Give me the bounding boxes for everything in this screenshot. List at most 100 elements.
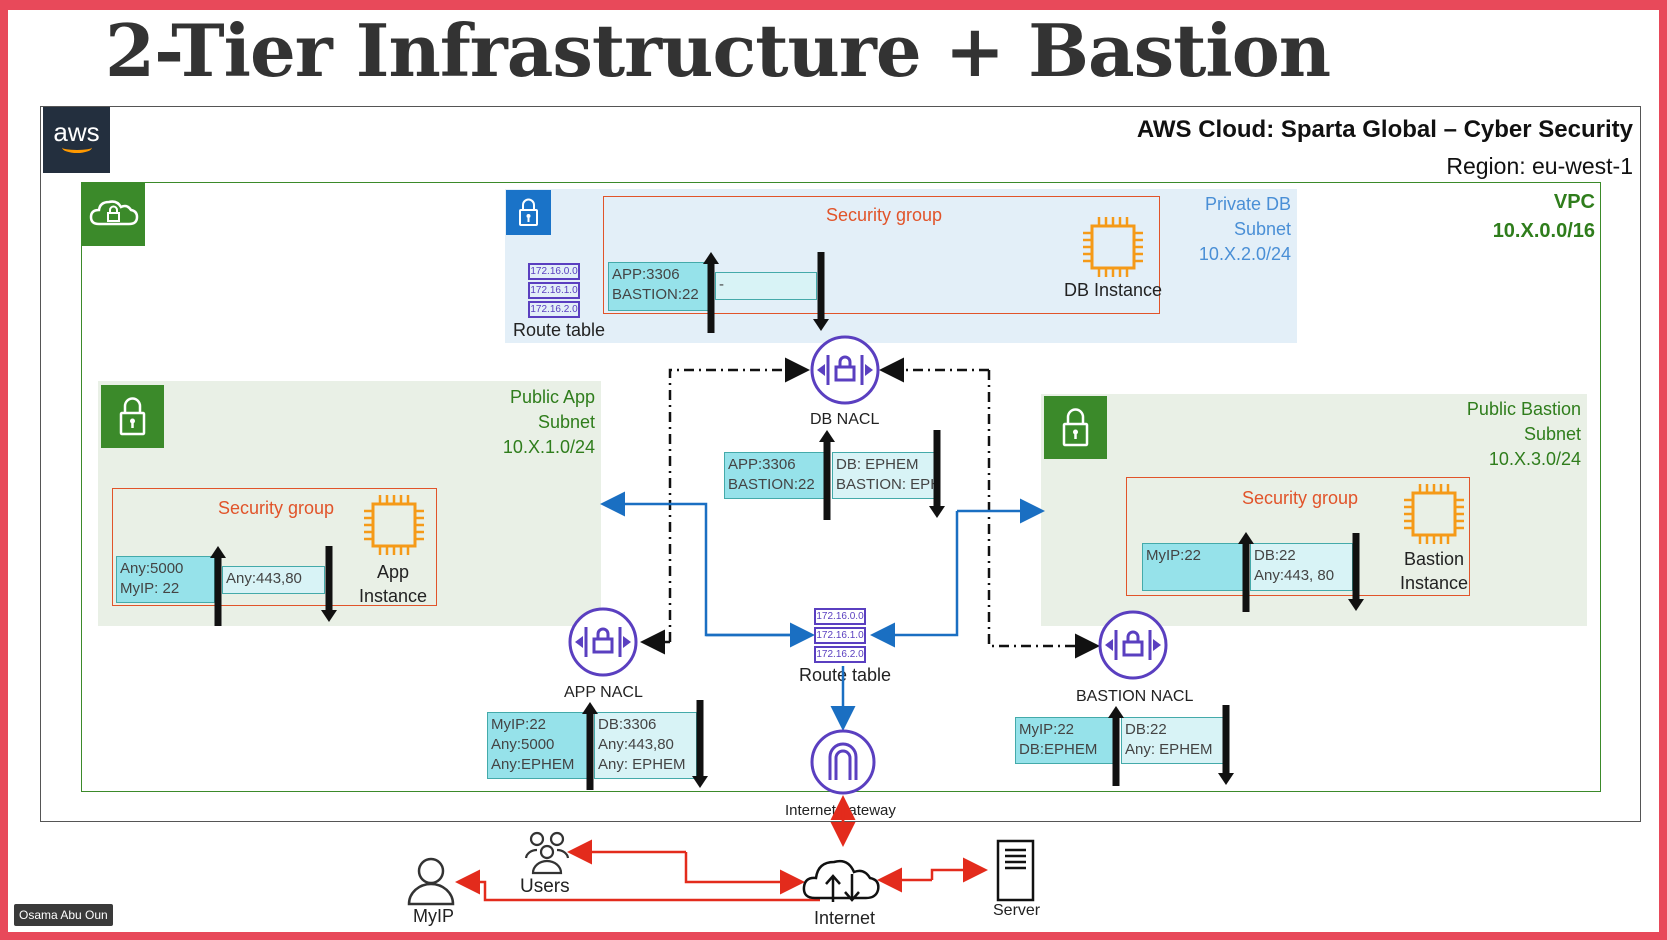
private-subnet-lock-icon (506, 190, 551, 235)
bastion-security-group-label: Security group (1242, 488, 1359, 508)
vpc-cidr: 10.X.0.0/16 (1492, 220, 1595, 242)
server-label: Server (993, 902, 1041, 919)
bastion-instance-line1: Bastion (1403, 549, 1465, 569)
private-db-line1: Private DB (1204, 194, 1291, 214)
myip-label: MyIP (413, 906, 455, 926)
internet-label: Internet (814, 908, 876, 928)
rule-line: Any:5000 (491, 736, 555, 753)
bastion-instance-chip-icon (1404, 484, 1464, 544)
bastion-subnet-lock-icon (1044, 396, 1107, 459)
rule-line: DB:EPHEM (1019, 741, 1098, 758)
traffic-direction-arrows (210, 252, 1364, 790)
db-instance-chip-icon (1083, 217, 1143, 277)
rule-line: Any:EPHEM (491, 756, 575, 773)
aws-cloud-title: AWS Cloud: Sparta Global – Cyber Securit… (1136, 116, 1633, 143)
route-entry: 172.16.0.0 (814, 608, 866, 625)
db-security-group-label: Security group (826, 205, 943, 225)
rule-line: Any:443,80 (598, 736, 674, 753)
app-subnet-line1: Public App (509, 387, 595, 407)
rule-line: BASTION:22 (612, 286, 699, 303)
aws-region: Region: eu-west-1 (1446, 153, 1633, 179)
vpc-label: VPC (1553, 191, 1595, 213)
private-db-line2: Subnet (1233, 219, 1291, 239)
app-subnet-cidr: 10.X.1.0/24 (502, 437, 595, 457)
private-db-cidr: 10.X.2.0/24 (1198, 244, 1291, 264)
myip-user-icon (407, 857, 455, 906)
users-icon (524, 831, 570, 875)
app-nacl-icon (568, 607, 638, 677)
main-route-table-label: Route table (799, 665, 892, 685)
bastion-subnet-cidr: 10.X.3.0/24 (1488, 449, 1581, 469)
main-route-table-icon: 172.16.0.0 172.16.1.0 172.16.2.0 (814, 608, 866, 663)
app-instance-line1: App (376, 562, 410, 582)
aws-logo: aws (43, 107, 110, 173)
db-route-table-icon: 172.16.0.0 172.16.1.0 172.16.2.0 (528, 263, 580, 318)
db-nacl-icon (810, 335, 880, 405)
db-instance-label: DB Instance (1064, 280, 1163, 300)
route-entry: 172.16.2.0 (814, 646, 866, 663)
app-security-group (112, 488, 437, 606)
route-entry: 172.16.2.0 (528, 301, 580, 318)
db-nacl-label: DB NACL (810, 411, 880, 428)
rule-line: Any:443,80 (226, 570, 302, 587)
rule-line: - (719, 276, 724, 293)
route-entry: 172.16.1.0 (814, 627, 866, 644)
db-sg-outbound-rules: - (715, 272, 817, 300)
presenter-name-badge: Osama Abu Oun (14, 904, 113, 926)
aws-smile-icon (61, 142, 92, 153)
slide-title: 2-Tier Infrastructure + Bastion (105, 8, 1331, 93)
aws-logo-text: aws (53, 117, 100, 147)
app-security-group-label: Security group (218, 498, 335, 518)
server-icon (996, 839, 1035, 902)
rule-line: BASTION: EPHEM (836, 476, 935, 493)
vpc-cloud-lock-icon (81, 182, 145, 246)
rule-line: DB:22 (1254, 547, 1296, 564)
rule-line: Any:5000 (120, 560, 184, 577)
aws-cloud-container (40, 106, 1641, 822)
app-nacl-label: APP NACL (564, 684, 643, 701)
private-db-subnet-name: Private DB Subnet 10.X.2.0/24 (1199, 192, 1291, 267)
bastion-nacl-label: BASTION NACL (1076, 688, 1194, 705)
rule-line: MyIP:22 (1146, 547, 1202, 564)
rule-line: MyIP: 22 (120, 580, 180, 597)
route-entry: 172.16.1.0 (528, 282, 580, 299)
nacl-dashdot-links (640, 357, 1100, 659)
app-subnet-lock-icon (101, 385, 164, 448)
bastion-sg-inbound-rules: MyIP:22 (1142, 543, 1245, 591)
internet-links (455, 795, 988, 902)
bastion-security-group (1126, 477, 1470, 596)
db-route-table-label: Route table (513, 320, 606, 340)
rule-line: Any:443, 80 (1254, 567, 1335, 584)
rule-line: MyIP:22 (1019, 721, 1075, 738)
rule-line: DB:22 (1125, 721, 1167, 738)
db-nacl-outbound-rules: DB: EPHEM BASTION: EPHEM (832, 452, 936, 499)
rule-line: APP:3306 (728, 456, 796, 473)
rule-line: DB: EPHEM (836, 456, 919, 473)
db-security-group (603, 196, 1160, 314)
bastion-subnet-line1: Public Bastion (1466, 399, 1581, 419)
rule-line: Any: EPHEM (1125, 741, 1213, 758)
route-table-links (600, 491, 1045, 731)
internet-gateway-icon (810, 729, 876, 795)
bastion-subnet-line2: Subnet (1523, 424, 1581, 444)
rule-line: BASTION:22 (728, 476, 815, 493)
app-instance-chip-icon (364, 495, 424, 555)
app-subnet-line2: Subnet (537, 412, 595, 432)
bastion-nacl-icon (1098, 610, 1168, 680)
rule-line: Any: EPHEM (598, 756, 686, 773)
rule-line: DB:3306 (598, 716, 657, 733)
bastion-instance-line2: Instance (1399, 573, 1469, 593)
rule-line: MyIP:22 (491, 716, 547, 733)
